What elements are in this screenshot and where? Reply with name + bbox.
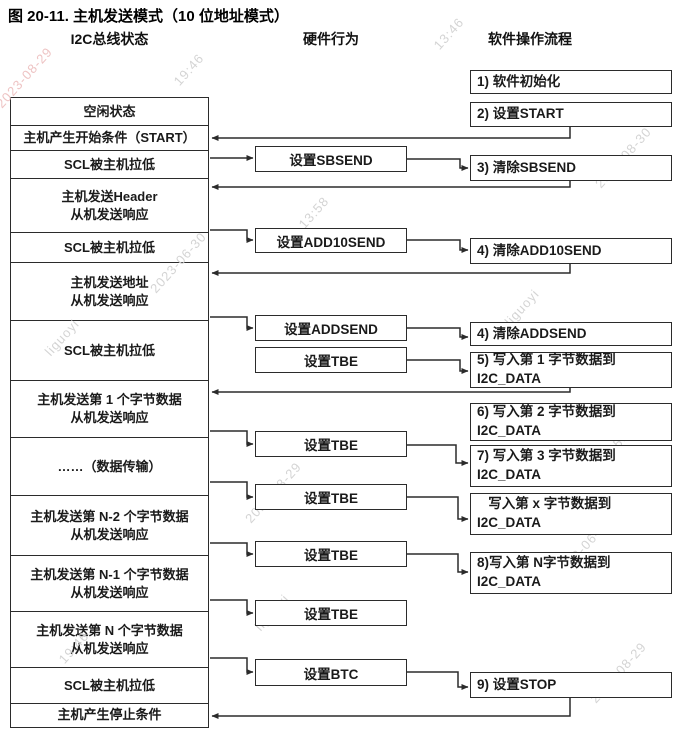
software-step-box: 4) 清除ADDSEND bbox=[470, 322, 672, 346]
software-step-box: 4) 清除ADD10SEND bbox=[470, 238, 672, 264]
hardware-action-box: 设置TBE bbox=[255, 431, 407, 457]
bus-state-label: ……（数据传输） bbox=[57, 458, 162, 474]
bus-state-row: ……（数据传输） bbox=[11, 438, 208, 496]
bus-state-row: 主机发送第 N-1 个字节数据从机发送响应 bbox=[11, 556, 208, 612]
software-step-label: 6) 写入第 2 字节数据到 bbox=[477, 404, 616, 420]
hardware-action-box: 设置TBE bbox=[255, 600, 407, 626]
watermark: 19:46 bbox=[170, 50, 207, 89]
hardware-action-label: 设置ADD10SEND bbox=[276, 234, 386, 250]
bus-state-label: 从机发送响应 bbox=[70, 640, 149, 656]
column-header-software: 软件操作流程 bbox=[488, 31, 572, 47]
bus-state-label: 从机发送响应 bbox=[70, 410, 149, 425]
bus-state-label: 从机发送响应 bbox=[70, 584, 149, 600]
hardware-action-box: 设置TBE bbox=[255, 541, 407, 567]
software-step-box: 2) 设置START bbox=[470, 102, 672, 127]
hardware-action-label: 设置TBE bbox=[304, 548, 358, 563]
software-step-label: 1) 软件初始化 bbox=[477, 73, 561, 89]
bus-state-label: 从机发送响应 bbox=[70, 526, 149, 542]
bus-state-row: SCL被主机拉低 bbox=[11, 668, 208, 704]
software-step-label: 4) 清除ADD10SEND bbox=[477, 242, 602, 258]
software-step-label: 7) 写入第 3 字节数据到 bbox=[477, 448, 616, 464]
software-step-label: 9) 设置STOP bbox=[477, 676, 557, 692]
bus-state-label: 主机发送Header bbox=[61, 188, 158, 204]
bus-state-label: 从机发送响应 bbox=[70, 206, 149, 222]
column-header-hardware: 硬件行为 bbox=[303, 31, 359, 47]
software-step-label: 5) 写入第 1 字节数据到 bbox=[477, 352, 616, 368]
software-step-label: I2C_DATA bbox=[477, 423, 542, 438]
column-header-bus-state: I2C总线状态 bbox=[70, 31, 149, 47]
figure-title: 图 20-11. 主机发送模式（10 位地址模式） bbox=[8, 8, 289, 25]
hardware-action-label: 设置ADDSEND bbox=[284, 322, 378, 337]
bus-state-label: 主机发送第 N-2 个字节数据 bbox=[30, 508, 189, 524]
software-step-box: 9) 设置STOP bbox=[470, 672, 672, 698]
bus-state-label: SCL被主机拉低 bbox=[63, 677, 155, 693]
hardware-action-label: 设置TBE bbox=[304, 354, 358, 369]
bus-state-row: SCL被主机拉低 bbox=[11, 151, 208, 179]
bus-state-row: 主机发送Header 从机发送响应 bbox=[11, 179, 208, 233]
bus-state-label: SCL被主机拉低 bbox=[63, 156, 155, 172]
software-step-box: 1) 软件初始化 bbox=[470, 70, 672, 94]
hardware-action-label: 设置BTC bbox=[303, 666, 359, 682]
software-step-label: 4) 清除ADDSEND bbox=[477, 325, 587, 341]
bus-state-label: SCL被主机拉低 bbox=[63, 239, 155, 255]
hardware-action-box: 设置SBSEND bbox=[255, 146, 407, 172]
hardware-action-box: 设置TBE bbox=[255, 347, 407, 373]
hardware-action-label: 设置SBSEND bbox=[289, 153, 373, 168]
bus-state-label: 主机发送第 N 个字节数据 bbox=[36, 622, 183, 638]
bus-state-row: 主机发送第 N-2 个字节数据从机发送响应 bbox=[11, 496, 208, 556]
bus-state-row: 空闲状态 bbox=[11, 98, 208, 126]
software-step-label: I2C_DATA bbox=[477, 515, 542, 530]
bus-state-row: 主机发送地址从机发送响应 bbox=[11, 263, 208, 321]
bus-state-label: 主机产生停止条件 bbox=[57, 707, 162, 723]
bus-state-label: 主机发送第 1 个字节数据 bbox=[37, 392, 182, 408]
bus-state-row: 主机产生停止条件 bbox=[11, 704, 208, 726]
hardware-action-box: 设置TBE bbox=[255, 484, 407, 510]
hardware-action-label: 设置TBE bbox=[304, 438, 358, 453]
bus-state-row: 主机发送第 N 个字节数据从机发送响应 bbox=[11, 612, 208, 668]
bus-state-label: SCL被主机拉低 bbox=[63, 342, 155, 358]
hardware-action-box: 设置ADDSEND bbox=[255, 315, 407, 341]
bus-state-row: 主机产生开始条件（START） bbox=[11, 126, 208, 151]
software-step-label: 2) 设置START bbox=[477, 106, 564, 122]
software-step-label: I2C_DATA bbox=[477, 467, 542, 482]
hardware-action-label: 设置TBE bbox=[304, 491, 358, 506]
bus-state-row: SCL被主机拉低 bbox=[11, 233, 208, 263]
bus-state-label: 从机发送响应 bbox=[70, 292, 149, 308]
bus-state-row: 主机发送第 1 个字节数据从机发送响应 bbox=[11, 381, 208, 438]
software-step-box: 5) 写入第 1 字节数据到 I2C_DATA bbox=[470, 352, 672, 388]
hardware-action-label: 设置TBE bbox=[304, 607, 358, 622]
software-step-box: 写入第 x 字节数据到 I2C_DATA bbox=[470, 493, 672, 535]
watermark: 13:58 bbox=[295, 193, 332, 232]
bus-state-label: 主机产生开始条件（START） bbox=[23, 130, 196, 146]
software-step-box: 8)写入第 N字节数据到 I2C_DATA bbox=[470, 552, 672, 594]
software-step-box: 7) 写入第 3 字节数据到 I2C_DATA bbox=[470, 445, 672, 487]
software-step-label: I2C_DATA bbox=[477, 371, 542, 386]
software-step-label: 3) 清除SBSEND bbox=[477, 159, 577, 175]
software-step-box: 3) 清除SBSEND bbox=[470, 155, 672, 181]
bus-state-label: 空闲状态 bbox=[83, 103, 136, 119]
software-step-label: I2C_DATA bbox=[477, 574, 542, 589]
hardware-action-box: 设置BTC bbox=[255, 659, 407, 686]
hardware-action-box: 设置ADD10SEND bbox=[255, 228, 407, 253]
software-step-box: 6) 写入第 2 字节数据到 I2C_DATA bbox=[470, 403, 672, 441]
software-step-label: 写入第 x 字节数据到 bbox=[477, 496, 612, 512]
bus-state-row: SCL被主机拉低 bbox=[11, 321, 208, 381]
bus-state-column: 空闲状态 主机产生开始条件（START） SCL被主机拉低 主机发送Header… bbox=[10, 97, 209, 728]
bus-state-label: 主机发送地址 bbox=[70, 274, 149, 290]
software-step-label: 8)写入第 N字节数据到 bbox=[477, 555, 611, 571]
bus-state-label: 主机发送第 N-1 个字节数据 bbox=[30, 566, 189, 582]
